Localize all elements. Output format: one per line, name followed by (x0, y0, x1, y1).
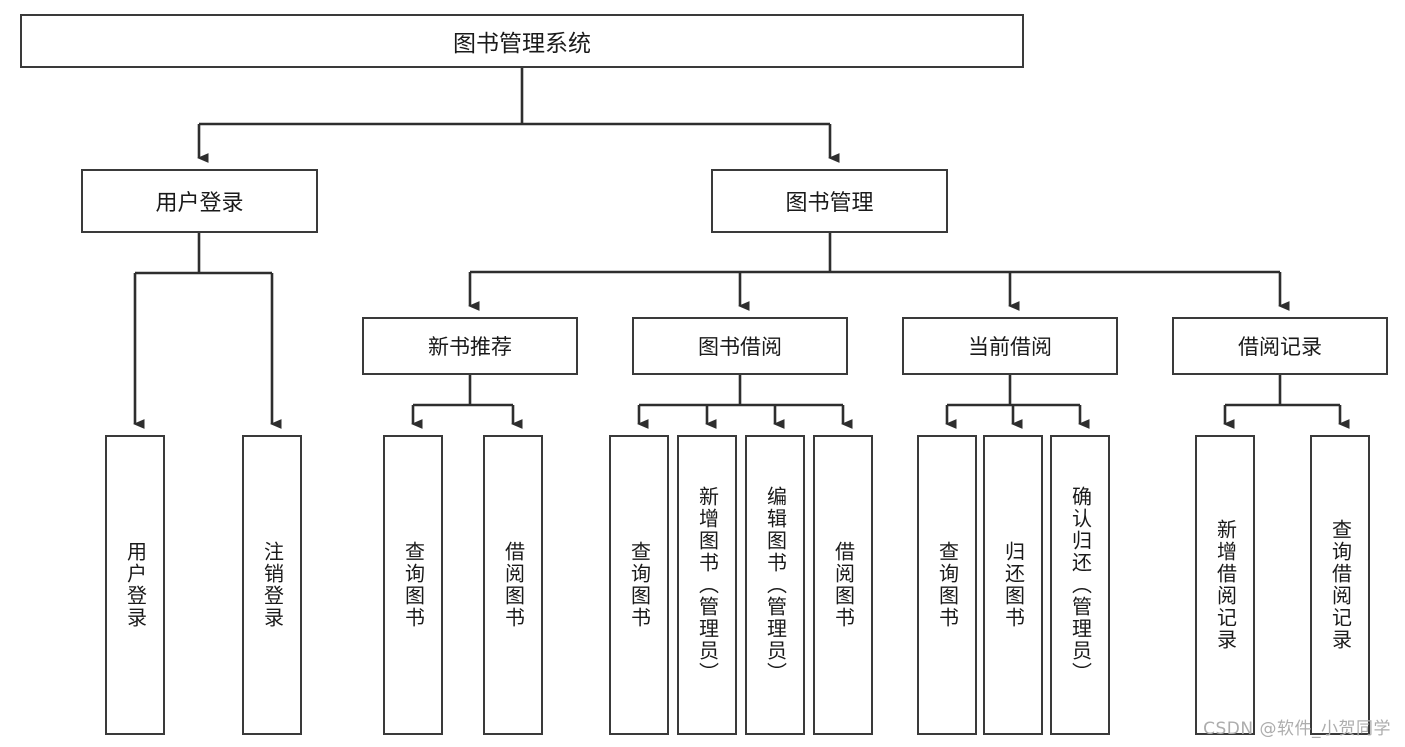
node-label: 查询借阅记录 (1328, 519, 1353, 651)
node-new-book-recommend[interactable]: 新书推荐 (362, 317, 578, 375)
leaf-current-borrow-confirm-return[interactable]: 确认归还（管理员） (1050, 435, 1110, 735)
leaf-user-login-login[interactable]: 用户登录 (105, 435, 165, 735)
node-label: 查询图书 (627, 541, 652, 629)
node-label: 查询图书 (935, 541, 960, 629)
node-label: 查询图书 (401, 541, 426, 629)
node-user-login[interactable]: 用户登录 (81, 169, 318, 233)
node-label: 借阅图书 (501, 541, 526, 629)
node-label: 新书推荐 (428, 335, 512, 359)
leaf-book-borrow-query-book[interactable]: 查询图书 (609, 435, 669, 735)
node-book-borrow[interactable]: 图书借阅 (632, 317, 848, 375)
node-root-book-management-system[interactable]: 图书管理系统 (20, 14, 1024, 68)
leaf-book-borrow-add-book[interactable]: 新增图书（管理员） (677, 435, 737, 735)
node-label: 图书借阅 (698, 335, 782, 359)
node-label: 新增借阅记录 (1213, 519, 1238, 651)
node-label: 当前借阅 (968, 335, 1052, 359)
node-borrow-records[interactable]: 借阅记录 (1172, 317, 1388, 375)
leaf-new-book-query-book[interactable]: 查询图书 (383, 435, 443, 735)
node-book-management[interactable]: 图书管理 (711, 169, 948, 233)
leaf-user-login-logout[interactable]: 注销登录 (242, 435, 302, 735)
node-label: 注销登录 (260, 541, 285, 629)
leaf-new-book-borrow-book[interactable]: 借阅图书 (483, 435, 543, 735)
node-label: 图书管理 (785, 191, 874, 216)
node-label: 借阅记录 (1238, 335, 1322, 359)
node-label: 图书管理系统 (453, 31, 591, 57)
node-current-borrow[interactable]: 当前借阅 (902, 317, 1118, 375)
node-label: 编辑图书（管理员） (763, 486, 788, 684)
node-label: 借阅图书 (831, 541, 856, 629)
watermark-text: CSDN @软件_小贺同学 (1203, 719, 1391, 739)
node-label: 新增图书（管理员） (695, 486, 720, 684)
leaf-borrow-records-query-record[interactable]: 查询借阅记录 (1310, 435, 1370, 735)
leaf-book-borrow-edit-book[interactable]: 编辑图书（管理员） (745, 435, 805, 735)
node-label: 用户登录 (155, 191, 244, 216)
node-label: 确认归还（管理员） (1068, 486, 1093, 684)
node-label: 归还图书 (1001, 541, 1026, 629)
leaf-book-borrow-borrow-book[interactable]: 借阅图书 (813, 435, 873, 735)
leaf-current-borrow-return-book[interactable]: 归还图书 (983, 435, 1043, 735)
node-label: 用户登录 (123, 541, 148, 629)
leaf-borrow-records-add-record[interactable]: 新增借阅记录 (1195, 435, 1255, 735)
leaf-current-borrow-query-book[interactable]: 查询图书 (917, 435, 977, 735)
